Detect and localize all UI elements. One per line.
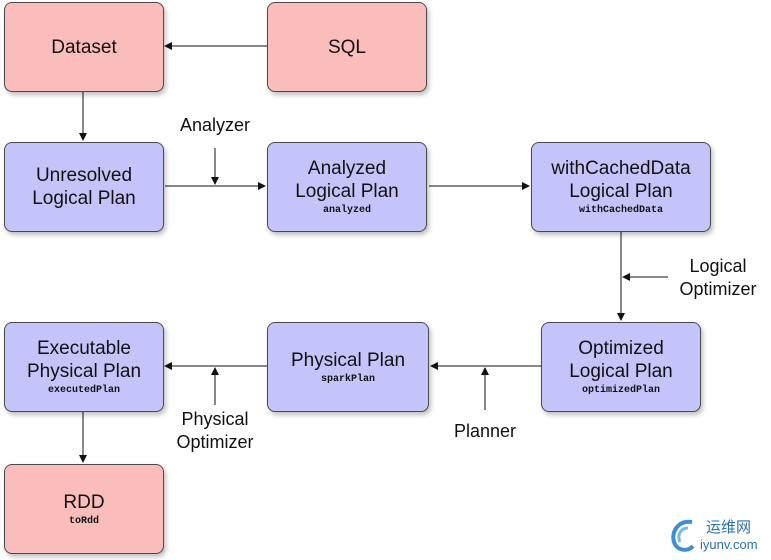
node-optimized-title: Optimized Logical Plan bbox=[569, 338, 673, 382]
watermark-brand-cn: 运维网 bbox=[706, 519, 752, 536]
node-optimized-logical-plan: Optimized Logical Plan optimizedPlan bbox=[541, 322, 701, 412]
node-physical-code: sparkPlan bbox=[320, 373, 375, 385]
watermark-logo: 运维网 iyunv.com bbox=[668, 512, 771, 560]
node-executable-code: executedPlan bbox=[47, 385, 120, 396]
node-optimized-code: optimizedPlan bbox=[581, 385, 660, 396]
node-dataset-title: Dataset bbox=[51, 36, 117, 58]
node-analyzed-code: analyzed bbox=[322, 205, 371, 216]
node-rdd: RDD toRdd bbox=[4, 464, 164, 554]
node-withcacheddata-logical-plan: withCachedData Logical Plan withCachedDa… bbox=[531, 142, 711, 232]
node-analyzed-logical-plan: Analyzed Logical Plan analyzed bbox=[267, 142, 427, 232]
watermark-brand-url: iyunv.com bbox=[700, 537, 758, 552]
node-executable-physical-plan: Executable Physical Plan executedPlan bbox=[4, 322, 164, 412]
label-planner: Planner bbox=[453, 421, 517, 441]
node-cached-code: withCachedData bbox=[578, 205, 663, 216]
node-rdd-code: toRdd bbox=[68, 515, 99, 527]
node-cached-title: withCachedData Logical Plan bbox=[551, 158, 691, 202]
watermark-swirl-icon bbox=[671, 519, 695, 552]
node-executable-title: Executable Physical Plan bbox=[26, 338, 142, 382]
node-sql: SQL bbox=[267, 2, 427, 92]
label-logical-optimizer: Logical Optimizer bbox=[679, 256, 757, 299]
label-physical-optimizer: Physical Optimizer bbox=[176, 409, 254, 452]
label-analyzer: Analyzer bbox=[179, 115, 251, 135]
node-unresolved-logical-plan: Unresolved Logical Plan bbox=[4, 142, 164, 232]
node-physical-title: Physical Plan bbox=[290, 349, 406, 371]
node-physical-plan: Physical Plan sparkPlan bbox=[267, 322, 429, 412]
node-dataset: Dataset bbox=[4, 2, 164, 92]
node-sql-title: SQL bbox=[327, 36, 367, 58]
node-unresolved-title: Unresolved Logical Plan bbox=[32, 165, 136, 209]
node-analyzed-title: Analyzed Logical Plan bbox=[295, 158, 399, 202]
node-rdd-title: RDD bbox=[63, 491, 105, 513]
